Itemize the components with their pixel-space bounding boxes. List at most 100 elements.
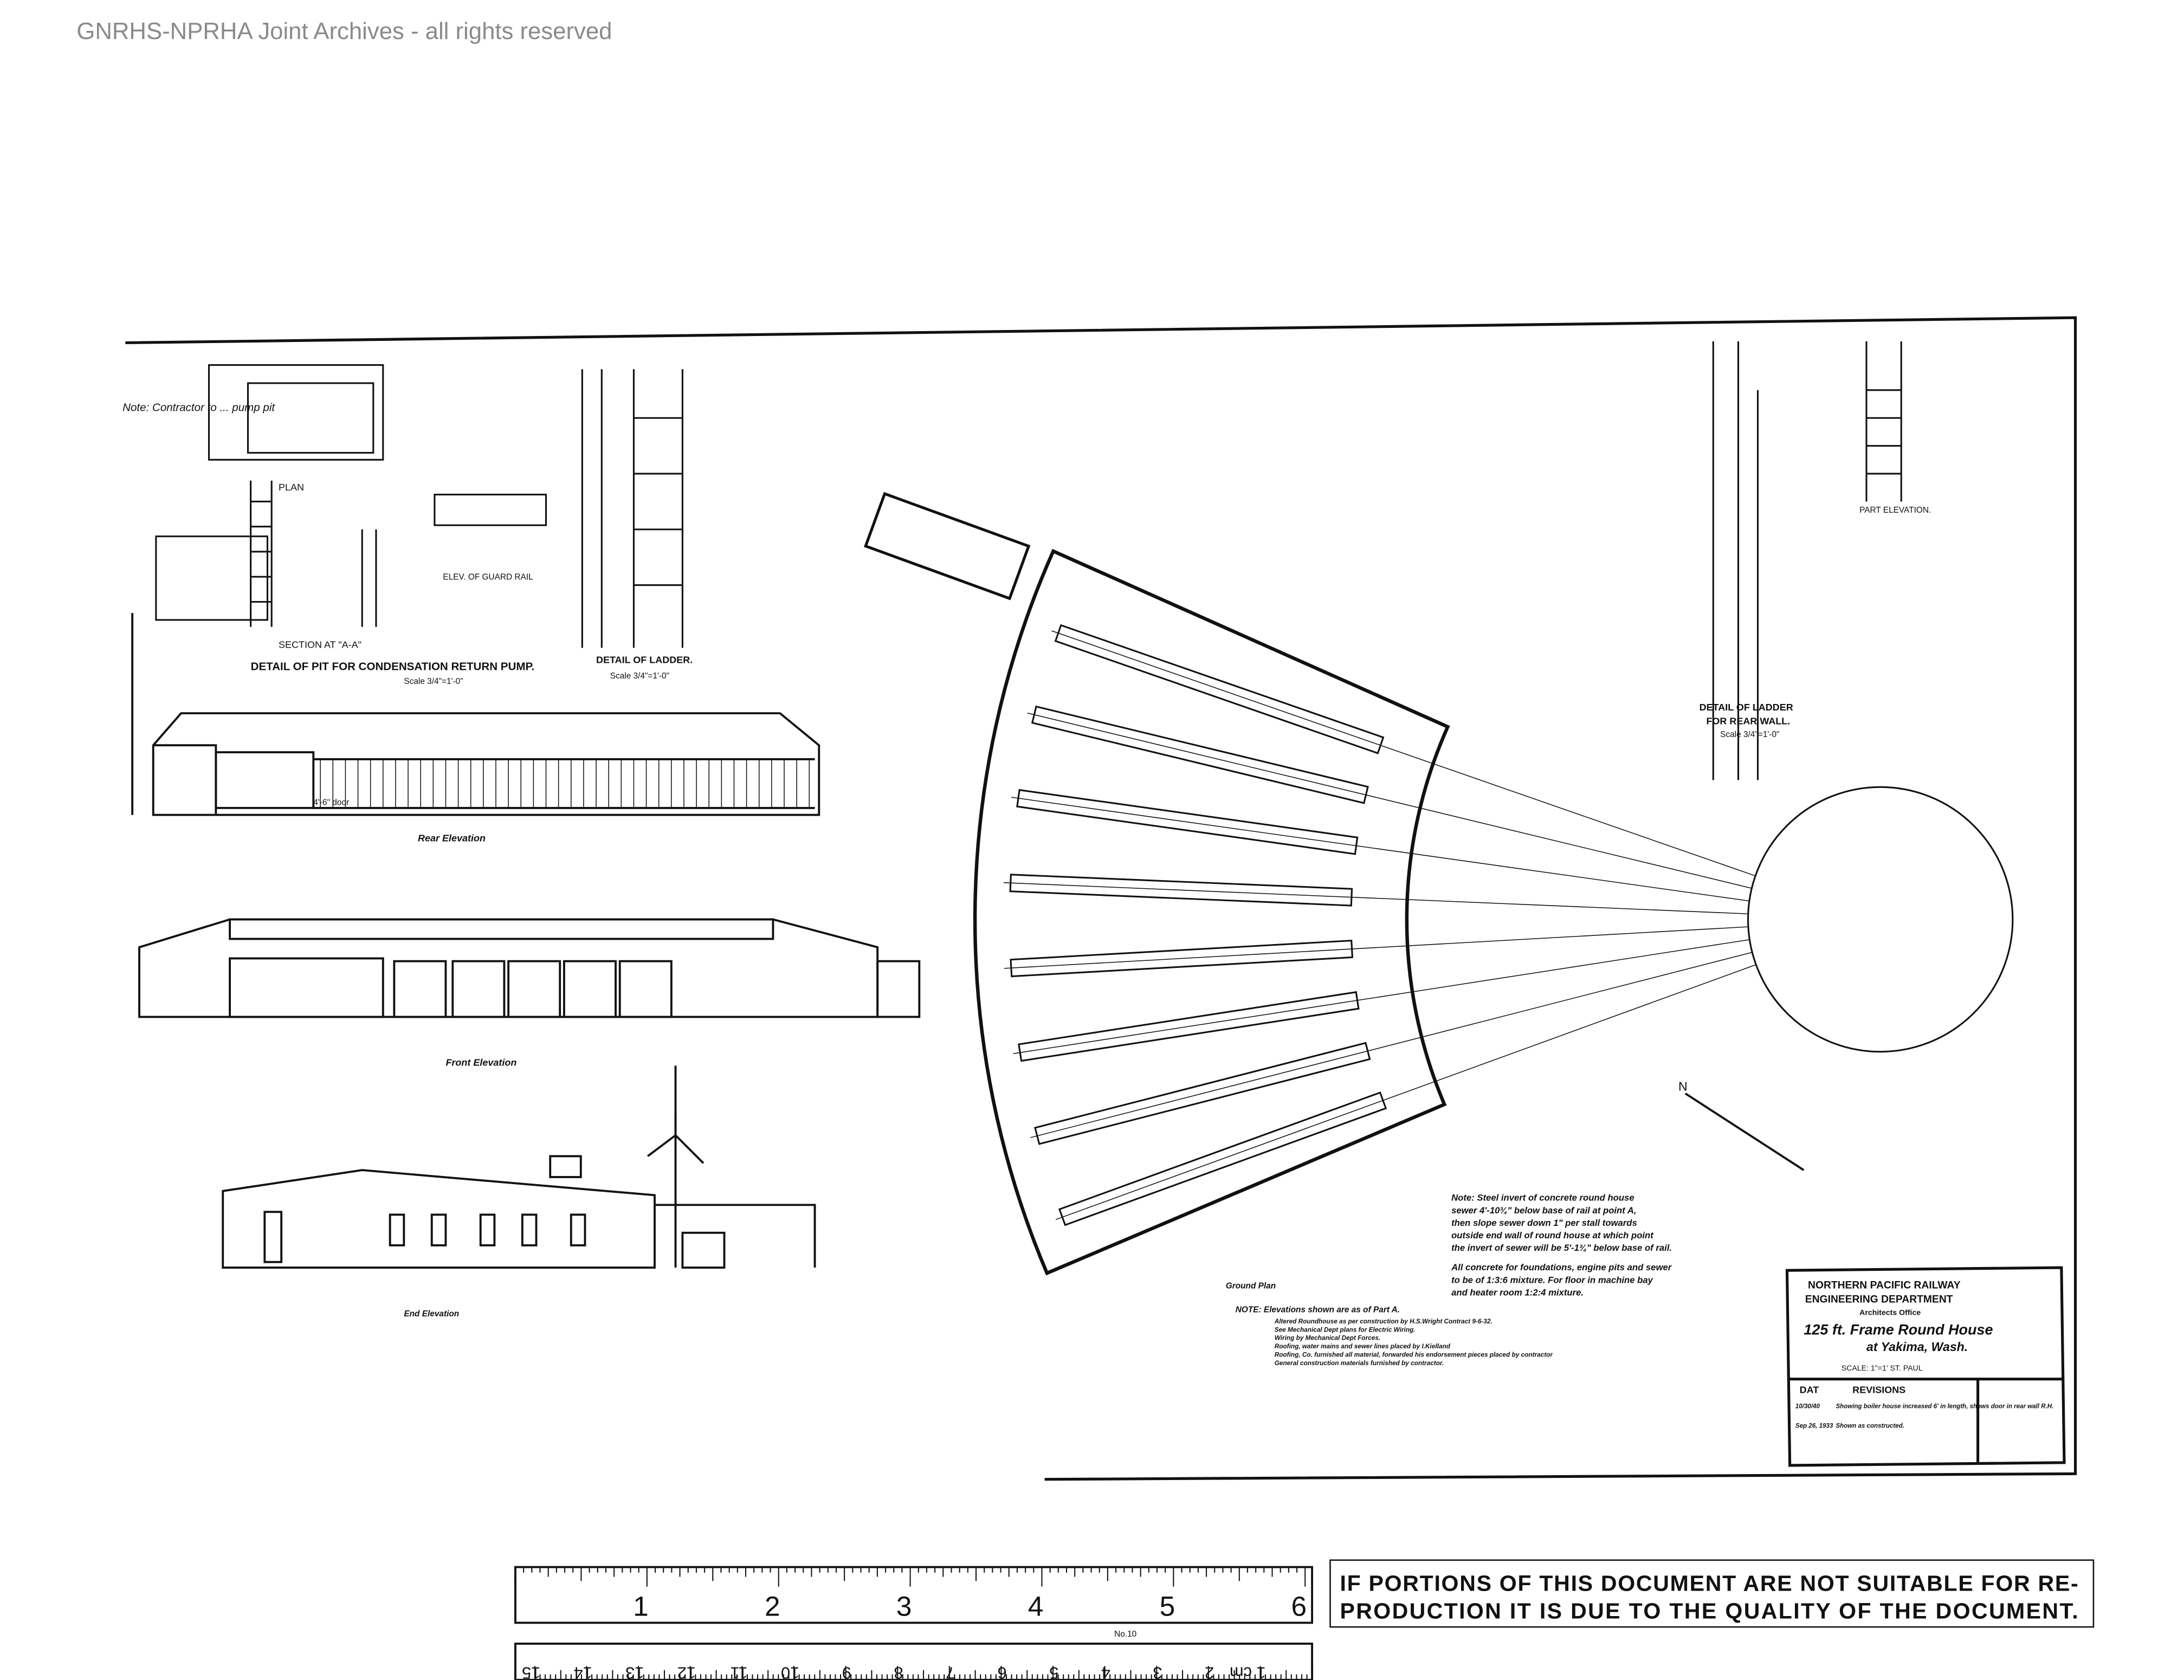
revision-text: Shown as constructed.: [1836, 1423, 1904, 1430]
svg-text:See Mechanical Dept plans for: See Mechanical Dept plans for Electric W…: [1275, 1326, 1416, 1333]
rear-elevation: [131, 613, 820, 816]
engine-pit: [1054, 624, 1385, 754]
engine-pit: [1009, 874, 1353, 907]
ruler-cm-label: 4: [1101, 1664, 1110, 1680]
disclaimer-stamp: IF PORTIONS OF THIS DOCUMENT ARE NOT SUI…: [1329, 1559, 2095, 1628]
drawing-title: 125 ft. Frame Round House: [1804, 1321, 1993, 1337]
ruler-maker: No.10: [1114, 1630, 1136, 1639]
svg-text:Note: Steel invert of concrete: Note: Steel invert of concrete round hou…: [1451, 1193, 1634, 1203]
svg-text:General construction materials: General construction materials furnished…: [1275, 1359, 1444, 1367]
svg-text:sewer 4'-10¾" below base of ra: sewer 4'-10¾" below base of rail at poin…: [1451, 1205, 1636, 1216]
ruler-inch-label: 1: [633, 1591, 649, 1622]
svg-text:outside end wall of round hous: outside end wall of round house at which…: [1451, 1230, 1654, 1240]
sheet-border: [125, 316, 2077, 1481]
svg-text:to be of 1:3:6 mixture. For fl: to be of 1:3:6 mixture. For floor in mac…: [1451, 1275, 1653, 1285]
company-name: NORTHERN PACIFIC RAILWAY: [1808, 1280, 1961, 1291]
ruler-cm-label: 15: [522, 1664, 540, 1680]
revisions-header: REVISIONS: [1852, 1384, 1905, 1395]
ruler-inch-label: 5: [1160, 1591, 1175, 1622]
svg-text:Roofing, Co. furnished all mat: Roofing, Co. furnished all material, for…: [1275, 1351, 1554, 1359]
engine-pit: [1018, 991, 1360, 1062]
ruler-inch-label: 2: [765, 1591, 780, 1622]
roundhouse-ground-plan: [973, 548, 1756, 1276]
end-elevation: [222, 1065, 816, 1269]
elevation-notes: NOTE: Elevations shown are as of Part A.…: [1236, 1305, 1554, 1367]
front-elevation-label: Front Elevation: [445, 1057, 516, 1068]
stall-track: [1027, 713, 1752, 889]
ruler-cm-label: 2: [1205, 1664, 1214, 1680]
pit-detail: [155, 341, 1902, 780]
drawing-location: at Yakima, Wash.: [1866, 1340, 1968, 1354]
stall-track: [1051, 630, 1756, 876]
section-label: SECTION AT "A-A": [279, 639, 361, 650]
revision-text: Showing boiler house increased 6' in len…: [1836, 1404, 2053, 1410]
svg-text:then slope sewer down 1" per s: then slope sewer down 1" per stall towar…: [1451, 1218, 1637, 1228]
ruler-cm-label: 6: [998, 1664, 1007, 1680]
boiler-house: [863, 492, 1031, 600]
rear-ladder-scale: Scale 3/4"=1'-0": [1720, 730, 1779, 739]
engine-pit: [1058, 1091, 1387, 1226]
plan-label: PLAN: [279, 482, 304, 493]
title-block: NORTHERN PACIFIC RAILWAY ENGINEERING DEP…: [1785, 1266, 2066, 1467]
svg-text:the invert of sewer will be 5': the invert of sewer will be 5'-1¾" below…: [1451, 1243, 1672, 1253]
office-name: Architects Office: [1859, 1308, 1921, 1316]
engine-pit: [1016, 789, 1359, 855]
ruler-cm-label: 11: [731, 1664, 748, 1680]
engine-pit: [1034, 1042, 1371, 1145]
ruler-cm-label: 12: [677, 1664, 696, 1680]
rear-ladder-title-1: DETAIL OF LADDER: [1700, 702, 1793, 713]
svg-text:PRODUCTION IT IS DUE TO THE QU: PRODUCTION IT IS DUE TO THE QUALITY OF T…: [1340, 1599, 2078, 1624]
watermark: GNRHS-NPRHA Joint Archives - all rights …: [76, 18, 612, 44]
pit-title: DETAIL OF PIT FOR CONDENSATION RETURN PU…: [251, 660, 535, 673]
stall-track: [1004, 926, 1748, 969]
svg-text:All concrete for foundations,: All concrete for foundations, engine pit…: [1451, 1262, 1672, 1272]
svg-text:and heater room 1:2:4 mixture.: and heater room 1:2:4 mixture.: [1451, 1287, 1584, 1297]
ruler-inch-label: 6: [1291, 1591, 1307, 1622]
north-arrow: N: [1678, 1080, 1805, 1171]
svg-text:IF PORTIONS OF THIS DOCUMENT A: IF PORTIONS OF THIS DOCUMENT ARE NOT SUI…: [1340, 1571, 2078, 1595]
front-elevation: [138, 918, 921, 1018]
department-name: ENGINEERING DEPARTMENT: [1805, 1294, 1953, 1305]
ladder-scale: Scale 3/4"=1'-0": [610, 671, 669, 681]
stall-track: [1011, 797, 1750, 902]
ladder-title: DETAIL OF LADDER.: [596, 655, 693, 665]
roundhouse-walls: [973, 548, 1450, 1276]
svg-text:Altered Roundhouse as per cons: Altered Roundhouse as per construction b…: [1274, 1317, 1492, 1325]
door-label: 4'-6" door: [313, 798, 349, 807]
svg-text:Wiring by Mechanical Dept Forc: Wiring by Mechanical Dept Forces.: [1275, 1334, 1381, 1342]
svg-text:Roofing, water mains and sewer: Roofing, water mains and sewer lines pla…: [1275, 1342, 1451, 1350]
part-elevation-label: PART ELEVATION.: [1859, 506, 1931, 515]
pit-note: Note: Contractor to ... pump pit: [122, 401, 275, 413]
stall-track: [1030, 952, 1753, 1138]
north-label: N: [1678, 1080, 1688, 1094]
ruler-cm-label: 14: [574, 1664, 592, 1680]
sewer-note: Note: Steel invert of concrete round hou…: [1451, 1193, 1672, 1298]
rear-ladder-title-2: FOR REAR WALL.: [1706, 716, 1790, 727]
ruler-cm-label: 8: [894, 1664, 903, 1680]
guard-rail-label: ELEV. OF GUARD RAIL: [443, 572, 533, 581]
ruler-cm-label: 9: [842, 1664, 851, 1680]
ruler-cm-label: 7: [946, 1664, 955, 1680]
rear-elevation-label: Rear Elevation: [418, 833, 486, 844]
ruler-cm-label: 1 cm: [1230, 1664, 1266, 1680]
ruler-cm-label: 10: [781, 1664, 799, 1680]
ruler-cm-label: 3: [1153, 1664, 1162, 1680]
engine-pit: [1031, 705, 1369, 804]
ruler-cm-label: 13: [625, 1664, 644, 1680]
scale-line: SCALE: 1"=1' ST. PAUL: [1841, 1364, 1923, 1372]
stall-track: [1055, 964, 1756, 1220]
revision-date: 10/30/40: [1795, 1404, 1820, 1410]
ruler-inch-label: 4: [1028, 1591, 1044, 1622]
end-elevation-label: End Elevation: [404, 1309, 459, 1319]
engine-pit: [1010, 939, 1354, 978]
stall-track: [1003, 882, 1748, 915]
stall-track: [1013, 939, 1750, 1054]
ruler-inch-label: 3: [896, 1591, 912, 1622]
revision-date: Sep 26, 1933: [1795, 1423, 1833, 1430]
turntable: [1747, 786, 2014, 1053]
revisions-date-header: DAT: [1800, 1384, 1819, 1395]
svg-text:NOTE: Elevations shown are as: NOTE: Elevations shown are as of Part A.: [1236, 1305, 1400, 1314]
ground-plan-label: Ground Plan: [1226, 1282, 1276, 1291]
